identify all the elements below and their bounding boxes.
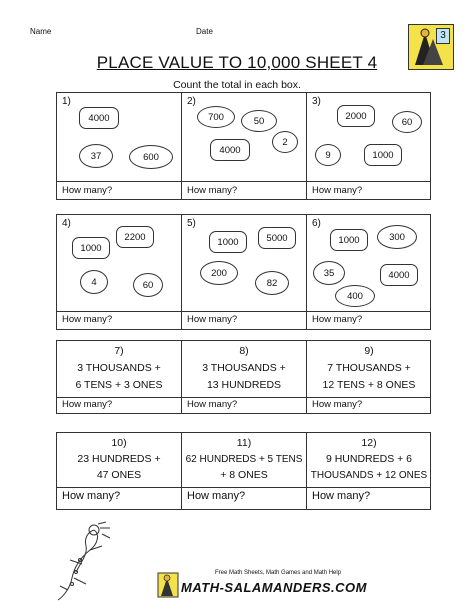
box-number: 9): [364, 345, 374, 357]
value-bubble: 4000: [380, 264, 418, 286]
value-bubble: 1000: [209, 231, 247, 253]
box-4: 4) 2200 1000 4 60 How many?: [57, 215, 181, 331]
box-9: 9) 7 THOUSANDS + 12 TENS + 8 ONES How ma…: [307, 341, 431, 415]
problem-line-2: 13 HUNDREDS: [206, 379, 282, 391]
name-label: Name: [30, 27, 52, 36]
value-bubble: 60: [133, 273, 163, 297]
box-11: 11) 62 HUNDREDS + 5 TENS + 8 ONES How ma…: [182, 433, 306, 511]
how-many-label: How many?: [312, 185, 363, 196]
grid-row-2: 4) 2200 1000 4 60 How many? 5) 1000 5000…: [56, 214, 431, 330]
value-bubble: 600: [129, 145, 173, 169]
box-number: 8): [239, 345, 249, 357]
problem-line-2: 47 ONES: [96, 469, 142, 481]
problem-line-1: 62 HUNDREDS + 5 TENS: [185, 454, 303, 465]
box-3: 3) 2000 60 9 1000 How many?: [307, 93, 431, 201]
value-bubble: 4000: [79, 107, 119, 129]
how-many-label: How many?: [187, 399, 238, 410]
box-12: 12) 9 HUNDREDS + 6 THOUSANDS + 12 ONES H…: [307, 433, 431, 511]
problem-line-1: 3 THOUSANDS +: [202, 362, 286, 374]
problem-line-1: 3 THOUSANDS +: [77, 362, 161, 374]
how-many-label: How many?: [312, 490, 371, 502]
value-bubble: 2: [272, 131, 298, 153]
value-bubble: 2000: [337, 105, 375, 127]
value-bubble: 50: [241, 110, 277, 132]
grid-row-4: 10) 23 HUNDREDS + 47 ONES How many? 11) …: [56, 432, 431, 510]
problem-line-1: 9 HUNDREDS + 6: [325, 453, 413, 465]
box-number: 7): [114, 345, 124, 357]
how-many-label: How many?: [312, 314, 363, 325]
value-bubble: 2200: [116, 226, 154, 248]
page-title: PLACE VALUE TO 10,000 SHEET 4: [96, 53, 378, 72]
value-bubble: 82: [255, 271, 289, 295]
box-5: 5) 1000 5000 200 82 How many?: [182, 215, 306, 331]
how-many-label: How many?: [62, 399, 113, 410]
value-bubble: 60: [392, 111, 422, 133]
problem-line-2: THOUSANDS + 12 ONES: [310, 470, 428, 481]
box-number: 11): [236, 437, 252, 449]
problem-line-2: 12 TENS + 8 ONES: [322, 379, 416, 391]
box-2: 2) 700 50 2 4000 How many?: [182, 93, 306, 201]
how-many-label: How many?: [187, 490, 246, 502]
value-bubble: 5000: [258, 227, 296, 249]
value-bubble: 300: [377, 225, 417, 249]
how-many-label: How many?: [62, 490, 121, 502]
value-bubble: 37: [79, 144, 113, 168]
box-number: 2): [187, 96, 196, 107]
value-bubble: 400: [335, 285, 375, 307]
value-bubble: 35: [313, 261, 345, 285]
salamander-brand-icon: [157, 572, 179, 598]
grid-row-3: 7) 3 THOUSANDS + 6 TENS + 3 ONES How man…: [56, 340, 431, 414]
problem-line-2: + 8 ONES: [220, 469, 268, 481]
value-bubble: 4: [80, 270, 108, 294]
how-many-label: How many?: [187, 314, 238, 325]
box-8: 8) 3 THOUSANDS + 13 HUNDREDS How many?: [182, 341, 306, 415]
box-number: 4): [62, 218, 71, 229]
box-number: 6): [312, 218, 321, 229]
date-label: Date: [196, 27, 213, 36]
value-bubble: 1000: [364, 144, 402, 166]
grade-badge: 3: [436, 28, 450, 44]
salamander-logo-icon: [415, 28, 443, 65]
box-1: 1) 4000 37 600 How many?: [57, 93, 181, 201]
how-many-label: How many?: [62, 314, 113, 325]
footer-tagline: Free Math Sheets, Math Games and Math He…: [215, 570, 342, 576]
instructions: Count the total in each box.: [173, 79, 301, 91]
grid-row-1: 1) 4000 37 600 How many? 2) 700 50 2 400…: [56, 92, 431, 200]
value-bubble: 4000: [210, 139, 250, 161]
how-many-label: How many?: [187, 185, 238, 196]
how-many-label: How many?: [312, 399, 363, 410]
box-number: 5): [187, 218, 196, 229]
problem-line-1: 23 HUNDREDS +: [77, 453, 161, 465]
box-7: 7) 3 THOUSANDS + 6 TENS + 3 ONES How man…: [57, 341, 181, 415]
box-number: 12): [361, 437, 377, 449]
problem-line-2: 6 TENS + 3 ONES: [75, 379, 163, 391]
box-number: 3): [312, 96, 321, 107]
salamander-drawing-icon: [57, 521, 111, 601]
value-bubble: 1000: [72, 237, 110, 259]
footer-brand: MATH-SALAMANDERS.COM: [181, 580, 367, 595]
box-number: 10): [111, 437, 127, 449]
how-many-label: How many?: [62, 185, 113, 196]
value-bubble: 700: [197, 106, 235, 128]
box-number: 1): [62, 96, 71, 107]
value-bubble: 200: [200, 261, 238, 285]
box-10: 10) 23 HUNDREDS + 47 ONES How many?: [57, 433, 181, 511]
grade-logo: 3: [408, 24, 454, 70]
problem-line-1: 7 THOUSANDS +: [327, 362, 411, 374]
box-6: 6) 1000 300 35 4000 400 How many?: [307, 215, 431, 331]
value-bubble: 9: [315, 144, 341, 166]
value-bubble: 1000: [330, 229, 368, 251]
